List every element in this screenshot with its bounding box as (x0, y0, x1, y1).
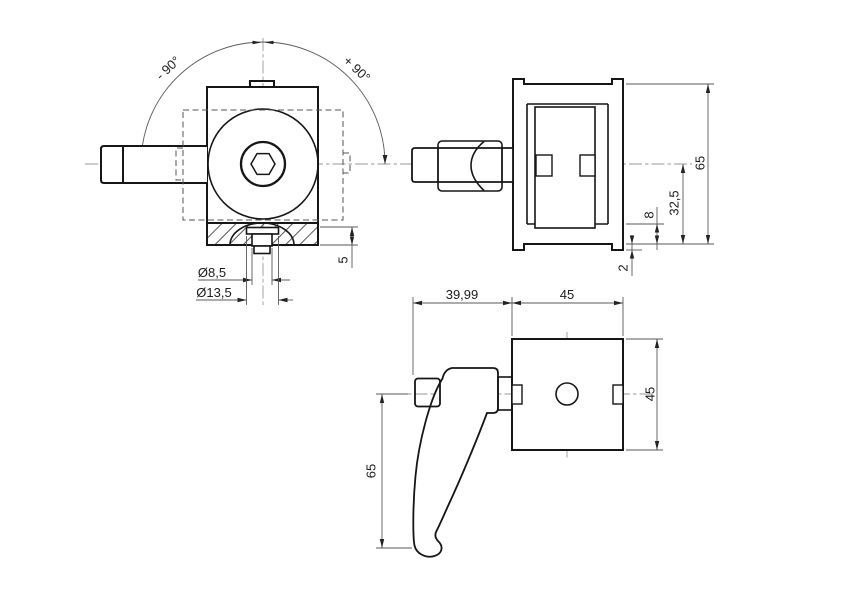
side-clip-left (535, 154, 553, 177)
arc-apex-arrow-right (264, 40, 274, 45)
dim-angle-neg: - 90° (153, 53, 183, 83)
dim-base-5: 5 (336, 256, 351, 263)
plan-lever-knob (414, 377, 441, 408)
front-rotor-circle (207, 108, 319, 220)
front-bolt-stub (253, 245, 271, 255)
dim-center-32-5: 32,5 (667, 190, 682, 215)
front-top-tab (249, 80, 275, 87)
plan-center-hole (555, 382, 579, 406)
front-hex-socket (250, 152, 276, 176)
front-view: - 90° + 90° 5 Ø8 (85, 38, 410, 305)
side-clip-right (579, 154, 596, 177)
front-washer-dome (229, 222, 295, 246)
dim-dia-8-5: Ø8,5 (198, 265, 226, 280)
plan-lever-shaft (497, 376, 513, 411)
plan-tab-right (612, 384, 624, 405)
front-phantom-tab-right (343, 152, 351, 174)
dim-dia-13-5: Ø13,5 (196, 285, 231, 300)
dim-width-45: 45 (560, 287, 574, 302)
front-phantom-tab-left (175, 147, 183, 181)
plan-tab-left (511, 384, 523, 405)
arc-apex-arrow-left (252, 40, 262, 45)
plan-view: 39,99 45 45 65 (364, 287, 663, 558)
dim-lever-65: 65 (364, 464, 379, 478)
dim-angle-pos: + 90° (341, 53, 374, 85)
front-washer-slot (245, 226, 280, 235)
front-phantom-outline (182, 109, 344, 221)
front-bolt-head (251, 233, 273, 247)
dim-flange-8: 8 (642, 211, 657, 218)
side-view: 65 32,5 8 2 (404, 78, 714, 276)
front-bolt-circle (239, 140, 287, 188)
front-rotation-arc (140, 41, 386, 165)
dim-hub-39-99: 39,99 (446, 287, 479, 302)
front-lever-arm (100, 145, 207, 184)
dim-tab-2: 2 (616, 264, 631, 271)
dim-depth-45: 45 (643, 387, 658, 401)
side-lever-knob (411, 147, 513, 183)
plan-lever-blade (412, 367, 499, 558)
side-blade-edge-arc (470, 140, 485, 192)
dim-height-65: 65 (693, 156, 708, 170)
arc-arrow-right (382, 155, 388, 164)
